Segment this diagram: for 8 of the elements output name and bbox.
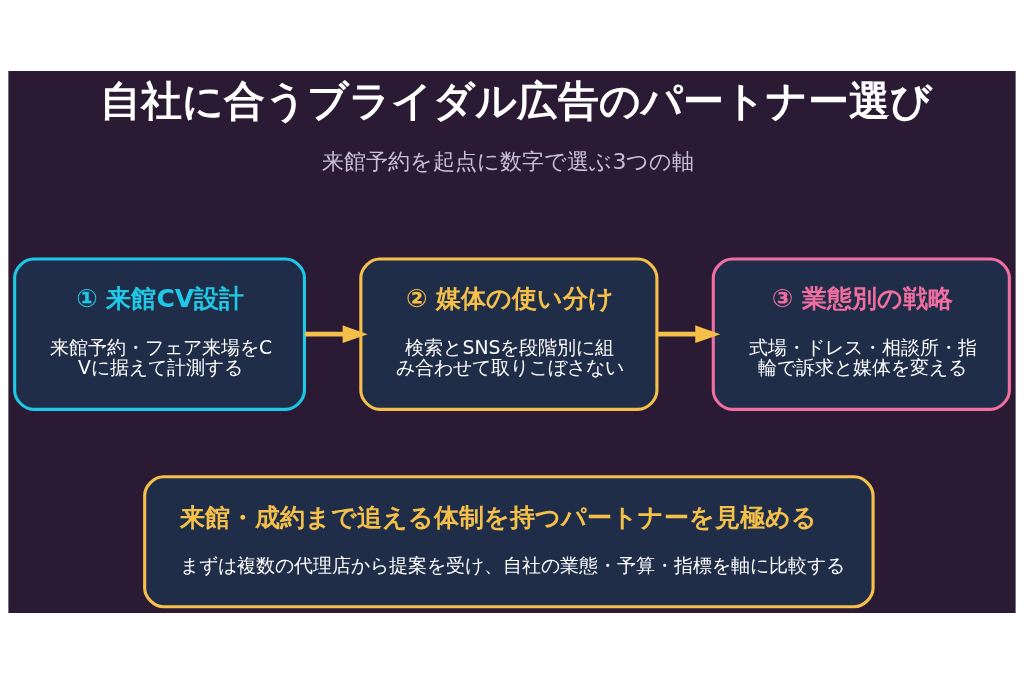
node-box: 来館・成約まで追える体制を持つパートナーを見極める まずは複数の代理店から提案を受け、自社の業態・予算・指標を軸に比較する — [143, 474, 875, 608]
arrow — [304, 324, 368, 343]
node-box: ① 来館CV設計 来館予約・フェア来場をCVに据えて計測する — [13, 256, 306, 411]
node-box: ② 媒体の使い分け 検索とSNSを段階別に組み合わせて取りこぼさない — [359, 256, 659, 411]
node-box: ③ 業態別の戦略 式場・ドレス・相談所・指輪で訴求と媒体を変える — [711, 256, 1011, 411]
diagram-title: 自社に合うブライダル広告のパートナー選び — [100, 76, 933, 125]
arrow — [657, 324, 721, 343]
label: 来館予約を起点に数字で選ぶ3つの軸 — [322, 148, 695, 174]
